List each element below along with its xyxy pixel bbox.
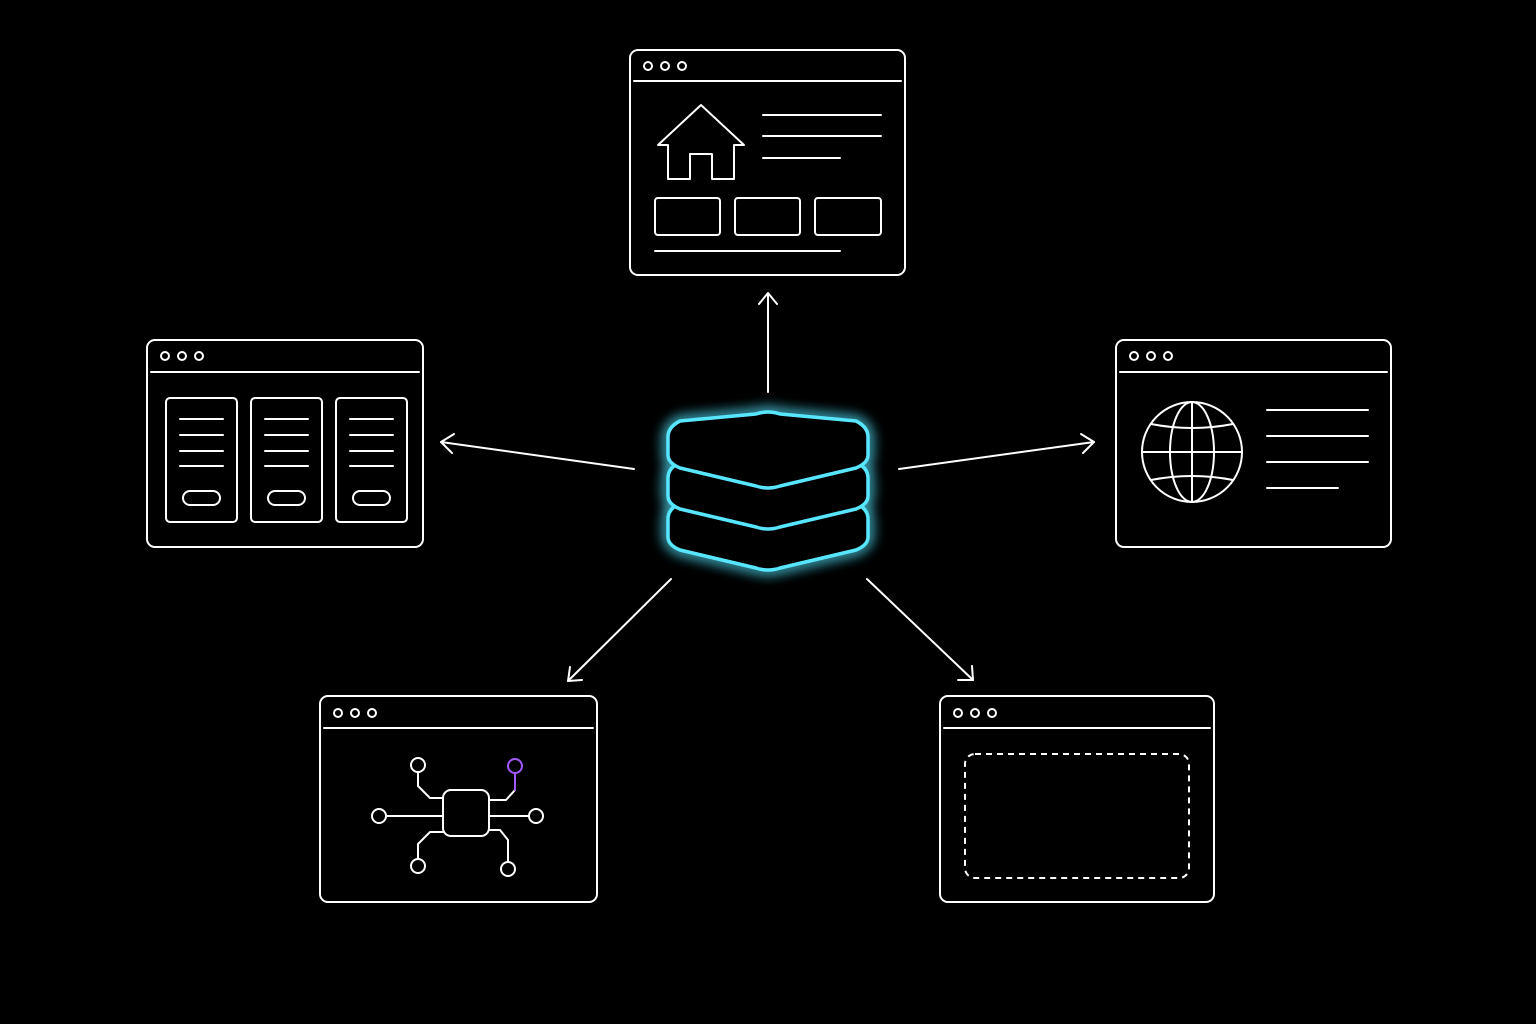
card-placeholder xyxy=(734,197,801,236)
network-node-highlighted xyxy=(507,758,523,774)
network-node xyxy=(371,808,387,824)
column-card xyxy=(250,397,323,523)
dashed-placeholder-icon xyxy=(964,753,1190,879)
globe-icon xyxy=(1141,401,1243,503)
card-placeholder xyxy=(814,197,882,236)
layered-stack-icon xyxy=(666,410,870,572)
connector-arrow-top xyxy=(758,292,778,393)
house-icon xyxy=(657,104,745,180)
window-dot xyxy=(953,708,963,718)
column-card xyxy=(335,397,408,523)
window-frame xyxy=(319,695,598,903)
window-frame xyxy=(1115,339,1392,548)
node-network-icon xyxy=(371,757,544,877)
window-web xyxy=(1115,339,1392,548)
chip-node xyxy=(442,789,490,837)
window-frame xyxy=(629,49,906,276)
window-dot xyxy=(160,351,170,361)
window-dot xyxy=(194,351,204,361)
window-dot xyxy=(970,708,980,718)
window-dot xyxy=(1129,351,1139,361)
window-dot xyxy=(1163,351,1173,361)
connector-arrow-bottom-left xyxy=(567,578,672,682)
connector-arrow-bottom-right xyxy=(866,578,974,681)
network-node xyxy=(500,861,516,877)
network-node xyxy=(410,757,426,773)
window-network xyxy=(319,695,598,903)
column-cards-icon xyxy=(165,397,408,523)
column-card xyxy=(165,397,238,523)
network-node xyxy=(410,858,426,874)
network-node xyxy=(528,808,544,824)
window-dot xyxy=(987,708,997,718)
window-dot xyxy=(333,708,343,718)
connector-arrow-left xyxy=(440,433,635,470)
window-dot xyxy=(350,708,360,718)
card-placeholder xyxy=(654,197,721,236)
window-home xyxy=(629,49,906,276)
window-dot xyxy=(177,351,187,361)
window-dot xyxy=(660,61,670,71)
window-dot xyxy=(643,61,653,71)
window-dot xyxy=(677,61,687,71)
window-columns xyxy=(146,339,424,548)
window-empty xyxy=(939,695,1215,903)
window-frame xyxy=(939,695,1215,903)
window-dot xyxy=(1146,351,1156,361)
connector-arrow-right xyxy=(898,433,1095,470)
window-dot xyxy=(367,708,377,718)
